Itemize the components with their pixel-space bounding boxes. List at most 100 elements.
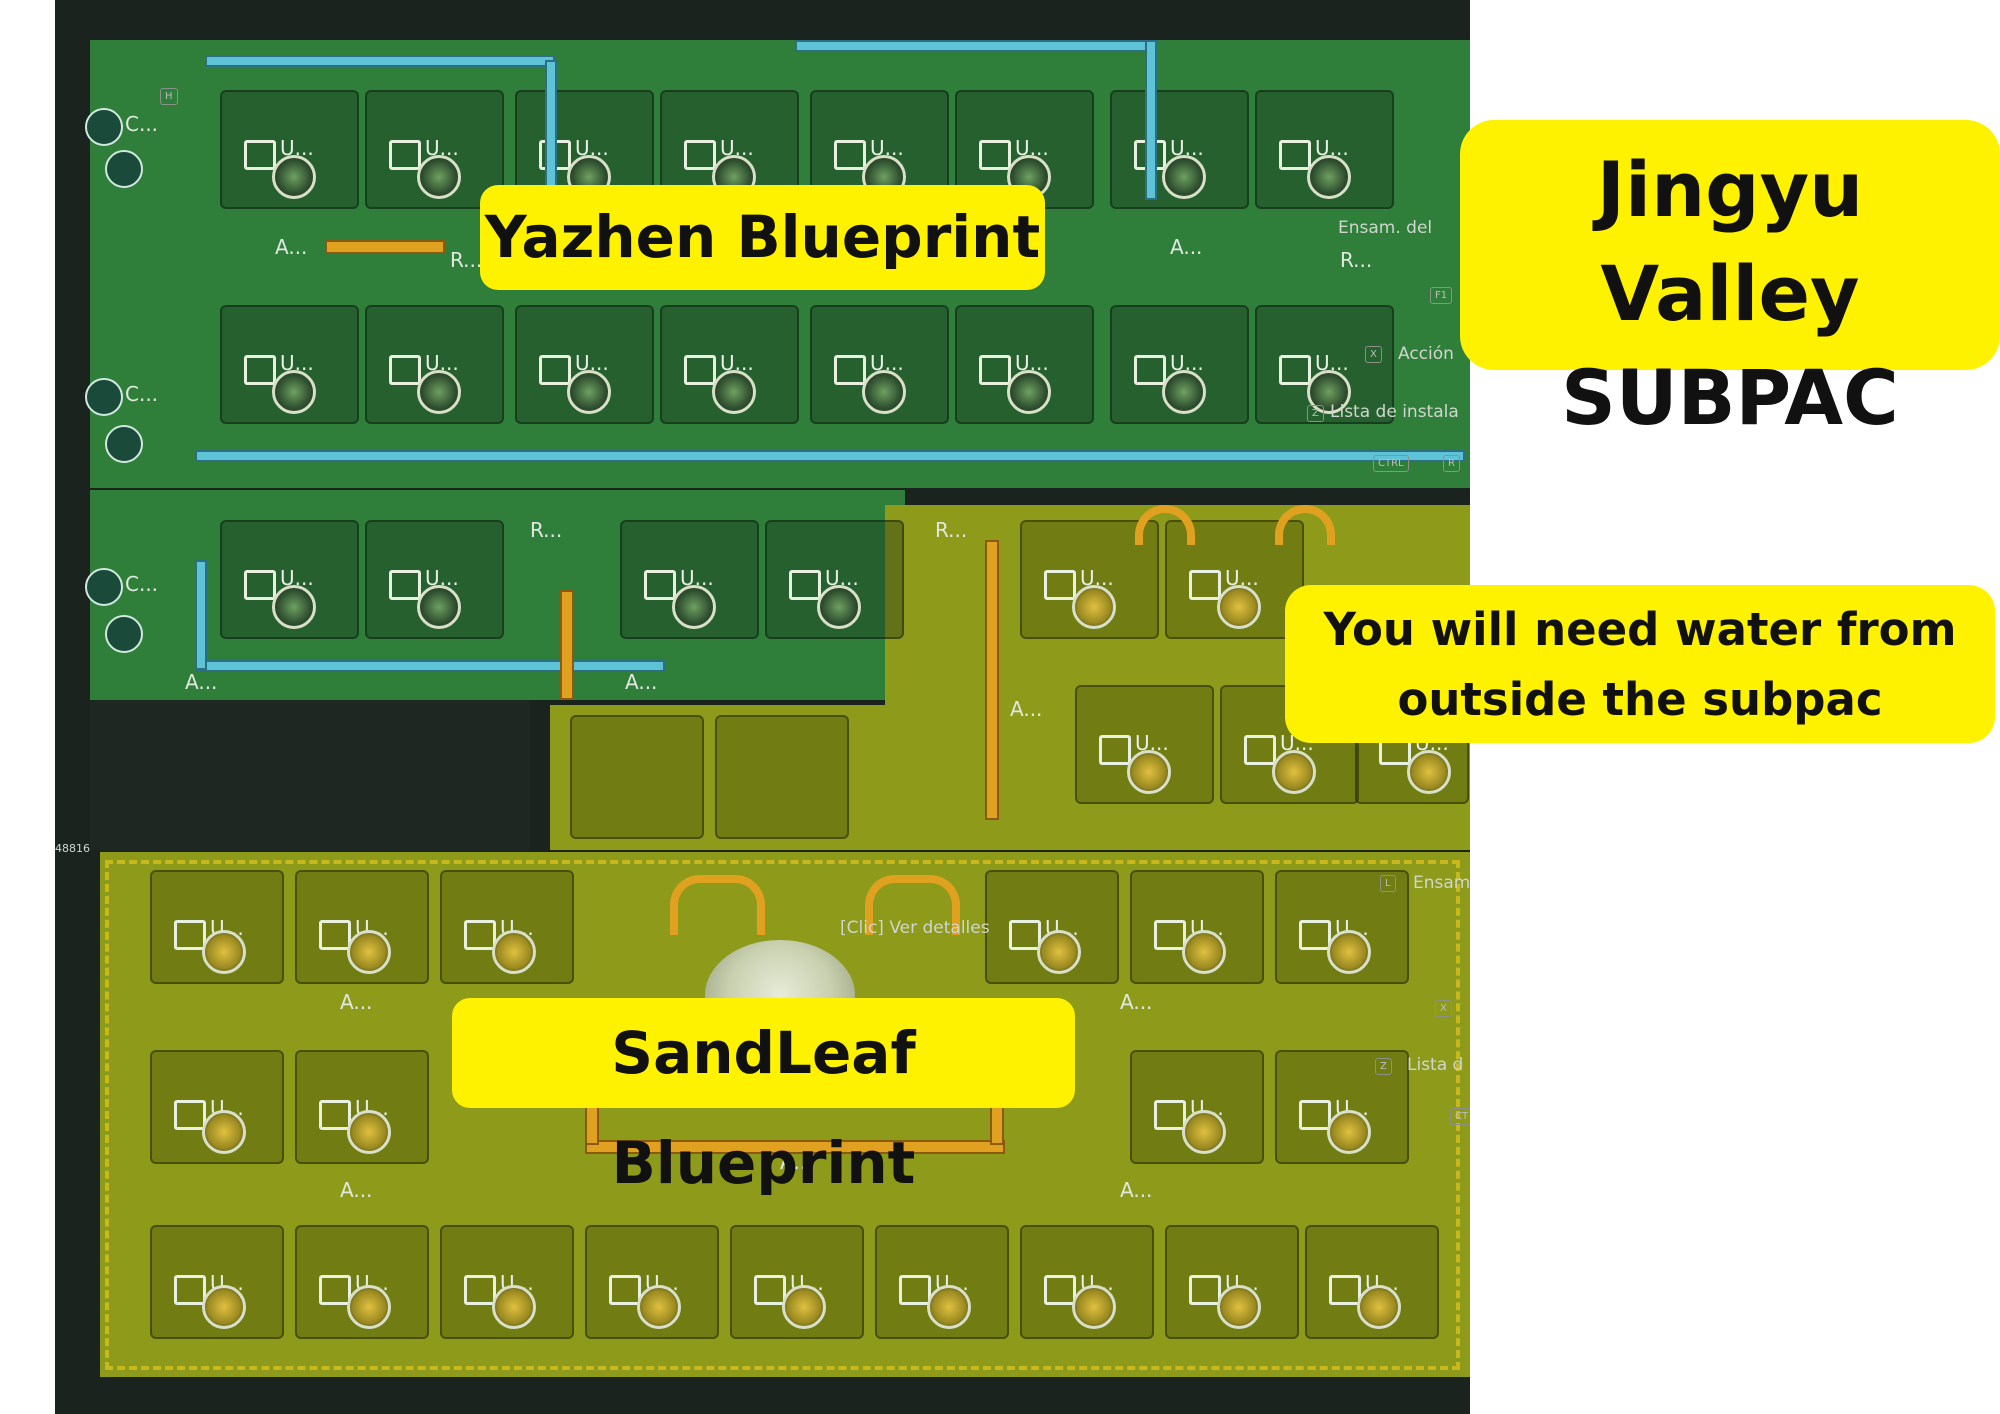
a-marker[interactable]: A... <box>625 670 658 694</box>
a-marker[interactable]: A... <box>780 1150 812 1174</box>
sandleaf-slot[interactable]: U... <box>730 1225 864 1339</box>
hud-assembly-2: Ensam <box>1413 873 1470 893</box>
sandleaf-slot[interactable]: U... <box>1275 1050 1409 1164</box>
a-marker[interactable]: A... <box>1010 697 1043 721</box>
yazhen-slot[interactable]: U... <box>220 305 359 424</box>
planter-icon <box>389 570 421 600</box>
crop-orb <box>272 585 316 629</box>
water-drop-icon[interactable] <box>105 615 143 653</box>
yazhen-callout: Yazhen Blueprint <box>480 185 1045 290</box>
sandleaf-slot[interactable]: U... <box>1075 685 1214 804</box>
sandleaf-callout: SandLeaf Blueprint <box>452 998 1075 1197</box>
planter-icon <box>319 1100 351 1130</box>
sandleaf-slot[interactable]: U... <box>585 1225 719 1339</box>
sandleaf-slot[interactable]: U... <box>985 870 1119 984</box>
sandleaf-empty-slot[interactable] <box>570 715 704 839</box>
yazhen-slot[interactable]: U... <box>220 520 359 639</box>
yazhen-slot[interactable]: U... <box>515 305 654 424</box>
drone-icon[interactable] <box>85 108 123 146</box>
crop-orb <box>347 1285 391 1329</box>
planter-icon <box>319 920 351 950</box>
sandleaf-slot[interactable]: U... <box>295 1050 429 1164</box>
planter-icon <box>644 570 676 600</box>
crop-orb <box>1307 155 1351 199</box>
crop-orb <box>1182 930 1226 974</box>
a-marker[interactable]: A... <box>1170 235 1203 259</box>
crop-orb <box>417 585 461 629</box>
sandleaf-slot[interactable]: U... <box>1165 1225 1299 1339</box>
planter-icon <box>1154 1100 1186 1130</box>
conveyor-belt <box>985 540 999 820</box>
planter-icon <box>609 1275 641 1305</box>
yazhen-slot[interactable]: U... <box>765 520 904 639</box>
hud-action: Acción <box>1398 344 1454 364</box>
edge-number: 48816 <box>55 842 90 855</box>
crop-orb <box>1072 1285 1116 1329</box>
sandleaf-slot[interactable]: U... <box>150 1050 284 1164</box>
belt-arc <box>670 875 765 935</box>
sandleaf-empty-slot[interactable] <box>715 715 849 839</box>
yazhen-slot[interactable]: U... <box>365 305 504 424</box>
crop-orb <box>347 930 391 974</box>
crop-orb <box>1327 930 1371 974</box>
r-marker[interactable]: R... <box>1340 248 1373 272</box>
yazhen-slot[interactable]: U... <box>810 305 949 424</box>
a-marker[interactable]: A... <box>340 990 373 1014</box>
drone-icon[interactable] <box>85 568 123 606</box>
planter-icon <box>789 570 821 600</box>
hotkey-r: R <box>1443 455 1460 472</box>
planter-icon <box>1189 1275 1221 1305</box>
a-marker[interactable]: A... <box>185 670 218 694</box>
planter-icon <box>1154 920 1186 950</box>
r-marker[interactable]: R... <box>935 518 968 542</box>
a-marker[interactable]: A... <box>1120 1178 1153 1202</box>
sandleaf-slot[interactable]: U... <box>1275 870 1409 984</box>
hotkey-f1: F1 <box>1430 287 1453 304</box>
crop-orb <box>1407 750 1451 794</box>
water-drop-icon[interactable] <box>105 150 143 188</box>
yazhen-slot[interactable]: U... <box>1110 90 1249 209</box>
planter-icon <box>1279 355 1311 385</box>
planter-icon <box>1044 570 1076 600</box>
planter-icon <box>1099 735 1131 765</box>
sandleaf-slot[interactable]: U... <box>1130 870 1264 984</box>
yazhen-slot[interactable]: U... <box>365 90 504 209</box>
r-marker[interactable]: R... <box>450 248 483 272</box>
sandleaf-slot[interactable]: U... <box>1305 1225 1439 1339</box>
sandleaf-slot[interactable]: U... <box>1130 1050 1264 1164</box>
yazhen-slot[interactable]: U... <box>1110 305 1249 424</box>
a-marker[interactable]: A... <box>275 235 308 259</box>
crop-orb <box>782 1285 826 1329</box>
sandleaf-slot[interactable]: U... <box>150 1225 284 1339</box>
sandleaf-slot[interactable]: U... <box>440 870 574 984</box>
yazhen-slot[interactable]: U... <box>660 305 799 424</box>
hud-assembly: Ensam. del <box>1338 218 1433 238</box>
yazhen-slot[interactable]: U... <box>220 90 359 209</box>
a-marker[interactable]: A... <box>1120 990 1153 1014</box>
crop-orb <box>1162 370 1206 414</box>
sandleaf-slot[interactable]: U... <box>875 1225 1009 1339</box>
planter-icon <box>899 1275 931 1305</box>
water-pipe <box>545 60 557 190</box>
water-pipe <box>195 660 665 672</box>
crop-orb <box>1037 930 1081 974</box>
a-marker[interactable]: A... <box>340 1178 373 1202</box>
drone-icon[interactable] <box>85 378 123 416</box>
yazhen-slot[interactable]: U... <box>955 305 1094 424</box>
sandleaf-slot[interactable]: U... <box>440 1225 574 1339</box>
yazhen-slot[interactable]: U... <box>1255 90 1394 209</box>
planter-icon <box>464 920 496 950</box>
sandleaf-slot[interactable]: U... <box>1020 1225 1154 1339</box>
title-line-1: Jingyu Valley <box>1596 145 1864 338</box>
sandleaf-slot[interactable]: U... <box>150 870 284 984</box>
yazhen-slot[interactable]: U... <box>1255 305 1394 424</box>
sandleaf-slot[interactable]: U... <box>295 870 429 984</box>
crop-orb <box>417 155 461 199</box>
r-marker[interactable]: R... <box>530 518 563 542</box>
yazhen-slot[interactable]: U... <box>620 520 759 639</box>
water-drop-icon[interactable] <box>105 425 143 463</box>
hud-install-list: Lista de instala <box>1330 402 1459 422</box>
yazhen-slot[interactable]: U... <box>365 520 504 639</box>
crop-orb <box>1307 370 1351 414</box>
sandleaf-slot[interactable]: U... <box>295 1225 429 1339</box>
